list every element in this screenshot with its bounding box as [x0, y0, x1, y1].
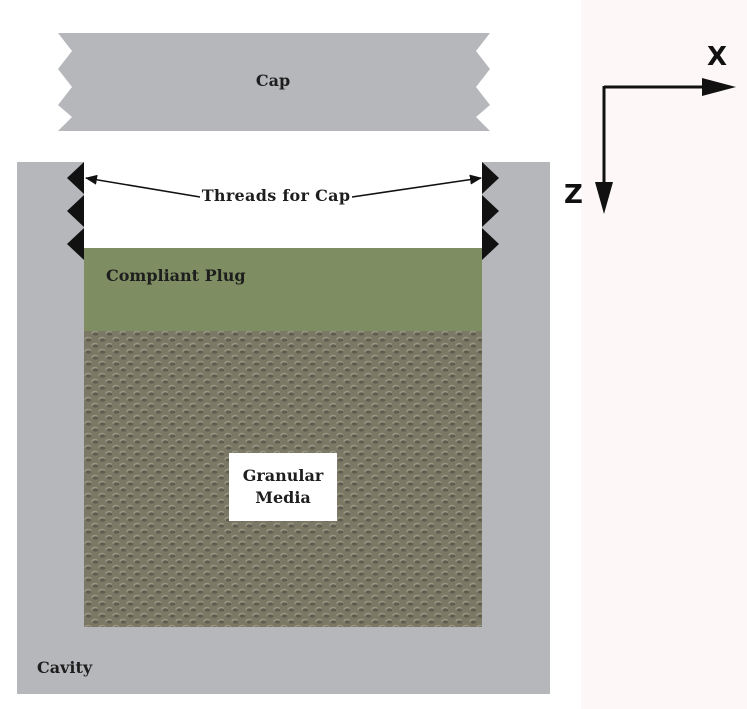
media-label-line2: Media [255, 488, 311, 507]
cavity-opening [84, 162, 482, 248]
coordinate-axes [602, 85, 712, 196]
media-label-line1: Granular [242, 466, 324, 485]
right-threads [482, 162, 499, 260]
threads-arrow-right [351, 174, 482, 198]
threads-arrow-left [85, 174, 201, 198]
cavity-label: Cavity [37, 658, 93, 677]
right-panel [581, 0, 747, 709]
x-axis-label: X [707, 42, 728, 72]
left-threads [67, 162, 84, 260]
cap-shape [58, 33, 490, 131]
z-axis-label: Z [564, 180, 583, 210]
plug-label: Compliant Plug [106, 266, 246, 285]
compliant-plug [84, 248, 482, 331]
cap-label: Cap [255, 71, 291, 90]
threads-label: Threads for Cap [200, 186, 352, 205]
x-axis-arrowhead [702, 78, 736, 96]
z-axis-arrowhead [595, 182, 613, 214]
media-label-box: Granular Media [229, 453, 337, 521]
